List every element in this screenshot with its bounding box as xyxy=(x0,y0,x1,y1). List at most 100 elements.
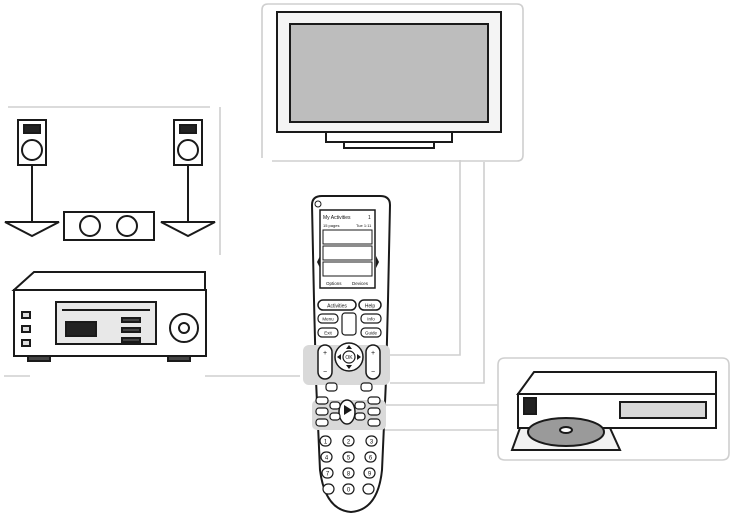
tv-link-line-b xyxy=(390,162,485,384)
record-button[interactable] xyxy=(315,418,329,427)
tv-stand-base xyxy=(325,131,453,143)
tv-screen xyxy=(289,23,489,123)
softkey-options[interactable]: Options xyxy=(326,281,342,286)
menu-button-label: Menu xyxy=(322,317,334,322)
remote-touchscreen[interactable] xyxy=(319,209,376,289)
clear-key[interactable] xyxy=(322,483,335,495)
av-receiver xyxy=(11,271,207,362)
scroll-right-icon[interactable] xyxy=(376,256,379,268)
number-key[interactable]: 1 xyxy=(319,435,332,447)
number-key-label: 0 xyxy=(347,488,351,494)
enter-key[interactable] xyxy=(362,483,375,495)
speaker-frame xyxy=(8,106,221,255)
center-speaker-cabinet xyxy=(63,211,155,241)
receiver-volume-knob-center xyxy=(178,322,190,334)
screen-header-left: My Activities xyxy=(323,215,351,221)
receiver-button xyxy=(121,337,141,343)
skip-back-button[interactable] xyxy=(329,412,341,421)
number-key[interactable]: 2 xyxy=(342,435,355,447)
screen-activity-slot[interactable] xyxy=(322,261,373,277)
mute-button[interactable] xyxy=(325,382,338,392)
prev-channel-button[interactable] xyxy=(360,382,373,392)
frame-button[interactable] xyxy=(354,412,366,421)
number-key[interactable]: 4 xyxy=(320,451,333,463)
connection-lines xyxy=(4,3,730,461)
receiver-display-inner xyxy=(65,321,97,337)
number-key-label: 8 xyxy=(347,472,351,478)
receiver-foot xyxy=(167,355,191,362)
dvd-top xyxy=(516,371,717,395)
speaker-woofer xyxy=(21,139,43,161)
universal-remote: My Activities 1 15 pages Tue 1:11 Option… xyxy=(303,195,392,514)
ok-button-label: OK xyxy=(345,355,353,361)
guide-button[interactable] xyxy=(360,327,382,338)
receiver-foot xyxy=(27,355,51,362)
help-button[interactable] xyxy=(358,299,382,311)
number-key-label: 2 xyxy=(347,440,351,446)
frame-button[interactable] xyxy=(354,401,366,410)
television xyxy=(276,11,502,149)
receiver-button xyxy=(21,325,31,333)
number-key[interactable]: 3 xyxy=(365,435,378,447)
number-pad: 1 2 3 4 5 6 7 8 9 0 xyxy=(319,435,378,495)
exit-button[interactable] xyxy=(317,327,339,338)
skip-forward-button[interactable] xyxy=(367,407,381,416)
number-key-label: 6 xyxy=(369,456,373,462)
rewind-button[interactable] xyxy=(315,396,329,405)
dvd-disc-hub xyxy=(559,426,573,434)
screen-subheader-left: 15 pages xyxy=(323,223,339,228)
number-key[interactable]: 8 xyxy=(342,467,355,479)
receiver-button xyxy=(21,311,31,319)
info-button-label: Info xyxy=(367,317,375,322)
tv-link-line-a xyxy=(390,160,461,356)
ok-button[interactable] xyxy=(342,350,356,364)
number-key[interactable]: 6 xyxy=(364,451,377,463)
arrow-up-icon[interactable] xyxy=(346,345,352,349)
speaker-woofer xyxy=(177,139,199,161)
number-key[interactable]: 0 xyxy=(342,483,355,495)
tv-stand-foot xyxy=(343,141,435,149)
arrow-right-icon[interactable] xyxy=(357,354,361,360)
receiver-top xyxy=(11,271,206,291)
number-key[interactable]: 9 xyxy=(363,467,376,479)
menu-button[interactable] xyxy=(317,313,339,324)
volume-plus-glyph: + xyxy=(323,350,327,357)
dvd-side xyxy=(523,397,537,415)
receiver-button xyxy=(21,339,31,347)
channel-rocker[interactable] xyxy=(365,344,381,380)
info-button[interactable] xyxy=(360,313,382,324)
number-key[interactable]: 7 xyxy=(321,467,334,479)
volume-rocker[interactable] xyxy=(317,344,333,380)
volume-minus-glyph: − xyxy=(323,369,327,376)
center-speaker-driver xyxy=(79,215,101,237)
screen-header-right: 1 xyxy=(368,215,371,221)
play-icon xyxy=(344,405,352,415)
screen-activity-slot[interactable] xyxy=(322,245,373,261)
number-key[interactable]: 5 xyxy=(342,451,355,463)
fast-forward-button[interactable] xyxy=(367,396,381,405)
replay-button[interactable] xyxy=(367,418,381,427)
activities-button-label: Activities xyxy=(327,304,347,310)
number-key-label: 3 xyxy=(370,440,374,446)
arrow-left-icon[interactable] xyxy=(337,354,341,360)
logo-icon xyxy=(314,200,322,208)
number-key-label: 7 xyxy=(326,472,330,478)
center-speaker xyxy=(63,211,155,241)
activities-button[interactable] xyxy=(317,299,357,311)
number-key-label: 1 xyxy=(324,440,328,446)
center-speaker-driver xyxy=(116,215,138,237)
dvd-player xyxy=(510,371,717,451)
nav-up-button[interactable] xyxy=(341,312,357,336)
softkey-devices[interactable]: Devices xyxy=(352,281,369,286)
pause-button[interactable] xyxy=(329,401,341,410)
scroll-left-icon[interactable] xyxy=(317,256,320,268)
screen-activity-slot[interactable] xyxy=(322,229,373,245)
stop-button[interactable] xyxy=(315,407,329,416)
channel-plus-glyph: + xyxy=(371,350,375,357)
receiver-button xyxy=(121,317,141,323)
speaker-tweeter xyxy=(179,124,197,134)
right-speaker xyxy=(160,119,216,238)
exit-button-label: Exit xyxy=(324,331,332,336)
tv-frame xyxy=(261,3,524,162)
arrow-down-icon[interactable] xyxy=(346,365,352,369)
